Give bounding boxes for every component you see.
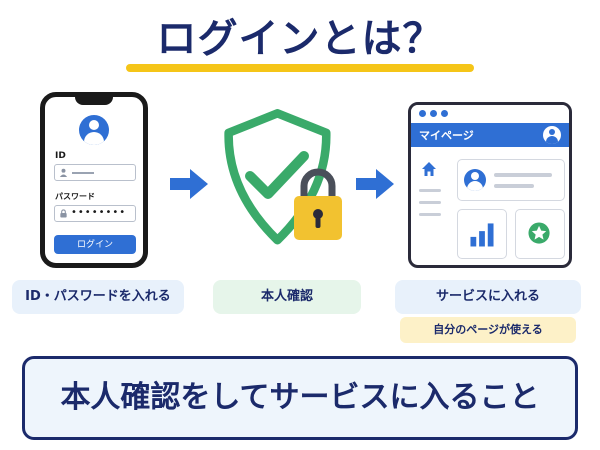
summary-box: 本人確認をしてサービスに入ること xyxy=(22,356,578,440)
phone-notch xyxy=(75,96,113,105)
page-title: ログインとは？ xyxy=(156,16,444,62)
id-field[interactable] xyxy=(54,164,136,181)
step-note: 自分のページが使える xyxy=(400,317,576,343)
step-label-verify: 本人確認 xyxy=(213,280,361,314)
text-line xyxy=(494,173,552,177)
account-icon[interactable] xyxy=(543,126,561,144)
id-label: ID xyxy=(55,151,66,161)
lock-icon xyxy=(60,209,67,218)
arrow-right-icon xyxy=(356,169,394,199)
text-line xyxy=(494,184,534,188)
password-field[interactable]: •••••••• xyxy=(54,205,136,222)
password-dots: •••••••• xyxy=(71,207,127,218)
sidebar-line xyxy=(419,213,441,216)
phone-login-illustration: ID パスワード •••••••• ログイン xyxy=(40,92,148,268)
mypage-header: マイページ xyxy=(411,123,569,147)
padlock-icon xyxy=(294,168,342,240)
home-icon[interactable] xyxy=(421,161,437,177)
chart-card xyxy=(457,209,507,259)
window-dot xyxy=(419,110,426,117)
window-dot xyxy=(430,110,437,117)
window-dot xyxy=(441,110,448,117)
step-label-input: ID・パスワードを入れる xyxy=(12,280,184,314)
star-icon xyxy=(528,222,550,244)
profile-card xyxy=(457,159,565,201)
step-label-access: サービスに入れる xyxy=(395,280,581,314)
browser-mypage-illustration: マイページ xyxy=(408,102,572,268)
id-field-placeholder-line xyxy=(72,172,94,174)
browser-titlebar xyxy=(411,105,569,123)
sidebar-line xyxy=(419,201,441,204)
login-button[interactable]: ログイン xyxy=(54,235,136,254)
user-icon xyxy=(464,169,486,191)
user-small-icon xyxy=(59,168,68,177)
shield-check-icon xyxy=(224,109,342,245)
mypage-title: マイページ xyxy=(419,129,474,142)
user-icon xyxy=(79,115,109,145)
password-label: パスワード xyxy=(55,192,95,201)
arrow-right-icon xyxy=(170,169,208,199)
title-underline xyxy=(126,64,474,72)
bar-chart-icon xyxy=(470,223,494,247)
sidebar-line xyxy=(419,189,441,192)
star-card xyxy=(515,209,565,259)
